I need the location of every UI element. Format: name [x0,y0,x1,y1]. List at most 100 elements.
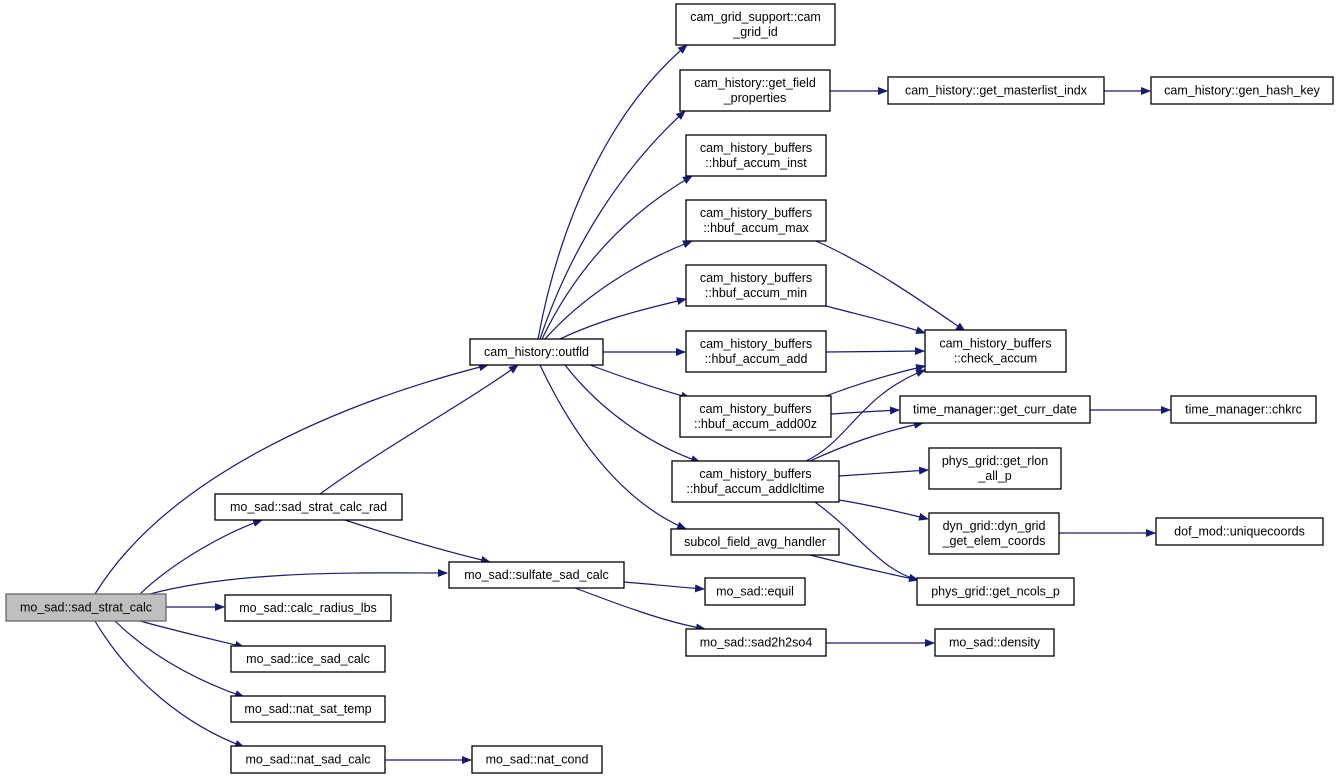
node-box [899,395,1091,424]
node-label: time_manager::chkrc [1185,403,1302,417]
node-uniquecoords[interactable]: dof_mod::uniquecoords [1155,517,1324,546]
node-box [670,528,840,556]
node-label: ::hbuf_accum_inst [705,156,807,170]
node-label: cam_history_buffers [700,271,812,285]
node-label: ::hbuf_accum_min [705,286,807,300]
node-box [928,512,1060,555]
node-box [5,593,167,622]
node-box [924,329,1067,373]
node-ice-sad-calc[interactable]: mo_sad::ice_sad_calc [230,645,386,673]
node-get-rlon-all-p[interactable]: phys_grid::get_rlon_all_p [928,447,1062,490]
node-label: cam_history_buffers [699,467,811,481]
node-get-masterlist-indx[interactable]: cam_history::get_masterlist_indx [887,76,1105,105]
node-box [916,577,1075,606]
node-outfld[interactable]: cam_history::outfld [469,338,604,366]
node-box [469,338,604,366]
node-cam-grid-id[interactable]: cam_grid_support::cam_grid_id [675,3,836,46]
node-box [934,628,1055,657]
node-label: _properties [723,91,787,105]
edge-outfld-to-hbuf-accum-add00z [589,364,691,400]
edge-sulfate-sad-calc-to-equil [623,581,705,593]
edge-sad-strat-calc-rad-to-outfld [319,364,519,495]
node-label: mo_sad::density [949,636,1041,650]
edge-outfld-to-hbuf-accum-addlcltime [564,364,701,463]
node-label: mo_sad::nat_sat_temp [244,702,371,716]
edge-subcol-field-avg-handler-to-get-ncols-p [809,554,919,583]
node-get-field-properties[interactable]: cam_history::get_field_properties [679,69,831,112]
node-dyn-grid-get-elem-coords[interactable]: dyn_grid::dyn_grid_get_elem_coords [928,512,1060,555]
node-check-accum[interactable]: cam_history_buffers::check_accum [924,329,1067,373]
node-box [685,628,827,657]
node-nat-sad-calc[interactable]: mo_sad::nat_sad_calc [230,745,386,774]
node-sad-strat-calc-rad[interactable]: mo_sad::sad_strat_calc_rad [214,493,403,521]
node-box [224,594,392,622]
node-sad-strat-calc[interactable]: mo_sad::sad_strat_calc [5,593,167,622]
node-box [704,577,806,606]
node-box [685,199,827,242]
node-label: ::hbuf_accum_add00z [694,417,817,431]
edge-outfld-to-get-field-properties [539,110,686,340]
node-label: ::check_accum [954,352,1037,366]
node-label: mo_sad::sad_strat_calc_rad [230,500,387,514]
edge-hbuf-accum-max-to-check-accum [815,240,966,332]
node-get-curr-date[interactable]: time_manager::get_curr_date [899,395,1091,424]
node-get-ncols-p[interactable]: phys_grid::get_ncols_p [916,577,1075,606]
node-sad2h2so4[interactable]: mo_sad::sad2h2so4 [685,628,827,657]
node-calc-radius-lbs[interactable]: mo_sad::calc_radius_lbs [224,594,392,622]
edge-sad-strat-calc-to-nat-sat-temp [114,620,245,698]
node-density[interactable]: mo_sad::density [934,628,1055,657]
edge-outfld-to-cam-grid-id [537,44,688,340]
node-label: _get_elem_coords [942,534,1046,548]
edge-outfld-to-hbuf-accum-inst [541,175,693,340]
node-box [1150,76,1334,105]
node-hbuf-accum-max[interactable]: cam_history_buffers::hbuf_accum_max [685,199,827,242]
node-label: subcol_field_avg_handler [684,535,826,549]
edge-hbuf-accum-addlcltime-to-get-curr-date [809,420,924,462]
node-label: cam_history_buffers [700,337,812,351]
node-nat-cond[interactable]: mo_sad::nat_cond [471,745,603,774]
edge-outfld-to-subcol-field-avg-handler [539,364,687,530]
node-label: phys_grid::get_rlon [942,454,1048,468]
node-equil[interactable]: mo_sad::equil [704,577,806,606]
node-hbuf-accum-add[interactable]: cam_history_buffers::hbuf_accum_add [685,330,827,373]
node-box [685,330,827,373]
node-hbuf-accum-min[interactable]: cam_history_buffers::hbuf_accum_min [685,264,827,307]
node-label: cam_grid_support::cam [690,10,821,24]
edge-hbuf-accum-min-to-check-accum [825,305,926,334]
node-box [214,493,403,521]
node-label: cam_history_buffers [700,141,812,155]
node-label: dyn_grid::dyn_grid [943,519,1046,533]
node-box [685,134,827,177]
node-label: cam_history_buffers [939,337,1051,351]
edge-hbuf-accum-add-to-check-accum [825,347,925,356]
node-box [230,645,386,673]
node-label: ::hbuf_accum_max [703,221,809,235]
node-label: ::hbuf_accum_addlcltime [686,482,824,496]
node-chkrc[interactable]: time_manager::chkrc [1170,395,1317,424]
edge-hbuf-accum-addlcltime-to-check-accum [805,369,926,462]
node-box [1155,517,1324,546]
node-box [887,76,1105,105]
node-label: cam_history::get_masterlist_indx [905,84,1088,98]
edge-sad-strat-calc-to-sulfate-sad-calc [149,568,448,595]
edge-sad-strat-calc-to-ice-sad-calc [139,620,245,649]
node-label: mo_sad::nat_cond [486,753,589,767]
node-box [448,561,625,589]
node-label: cam_history::gen_hash_key [1164,84,1320,98]
node-subcol-field-avg-handler[interactable]: subcol_field_avg_handler [670,528,840,556]
edge-sulfate-sad-calc-to-sad2h2so4 [574,587,706,632]
node-sulfate-sad-calc[interactable]: mo_sad::sulfate_sad_calc [448,561,625,589]
node-nat-sat-temp[interactable]: mo_sad::nat_sat_temp [230,695,386,723]
node-hbuf-accum-inst[interactable]: cam_history_buffers::hbuf_accum_inst [685,134,827,177]
node-hbuf-accum-addlcltime[interactable]: cam_history_buffers::hbuf_accum_addlclti… [671,460,840,503]
nodes-layer: mo_sad::sad_strat_calc cam_history::outfl… [5,3,1334,774]
node-label: time_manager::get_curr_date [913,403,1077,417]
edge-outfld-to-hbuf-accum-min [559,297,687,340]
node-label: mo_sad::sad2h2so4 [700,636,813,650]
node-gen-hash-key[interactable]: cam_history::gen_hash_key [1150,76,1334,105]
node-box [671,460,840,503]
edge-hbuf-accum-add00z-to-check-accum [825,364,926,397]
node-hbuf-accum-add00z[interactable]: cam_history_buffers::hbuf_accum_add00z [679,395,832,438]
node-label: mo_sad::sad_strat_calc [20,601,152,615]
